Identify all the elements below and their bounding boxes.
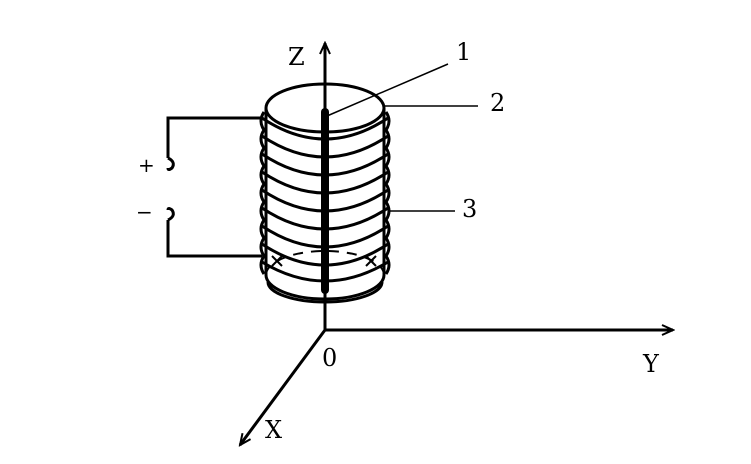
coil-end-mark-right: [365, 255, 377, 267]
plus-terminal-label: +: [138, 153, 155, 177]
minus-terminal-loop: [166, 207, 175, 222]
plus-terminal-loop: [166, 156, 175, 171]
coil-leads: [166, 116, 262, 258]
coil-right-loops: [384, 111, 391, 275]
y-axis-label: Y: [642, 350, 660, 378]
x-axis: [240, 329, 327, 445]
coil-left-loops: [259, 111, 266, 275]
callout-leaders: [326, 63, 478, 212]
minus-terminal-label: −: [136, 200, 153, 224]
x-axis-label: X: [265, 416, 282, 444]
callout-2-label: 2: [490, 89, 505, 117]
cylinder-bottom-front-arc: [264, 274, 386, 301]
upper-lead-wire: [166, 116, 262, 158]
origin-label: 0: [322, 344, 337, 372]
coil-end-mark-left: [271, 255, 283, 267]
leader-1: [326, 63, 449, 117]
lower-lead-wire: [166, 220, 262, 258]
callout-1-label: 1: [456, 38, 471, 66]
cylinder-base-arc: [266, 281, 384, 304]
z-axis-label: Z: [288, 43, 305, 71]
callout-3-label: 3: [462, 195, 477, 223]
